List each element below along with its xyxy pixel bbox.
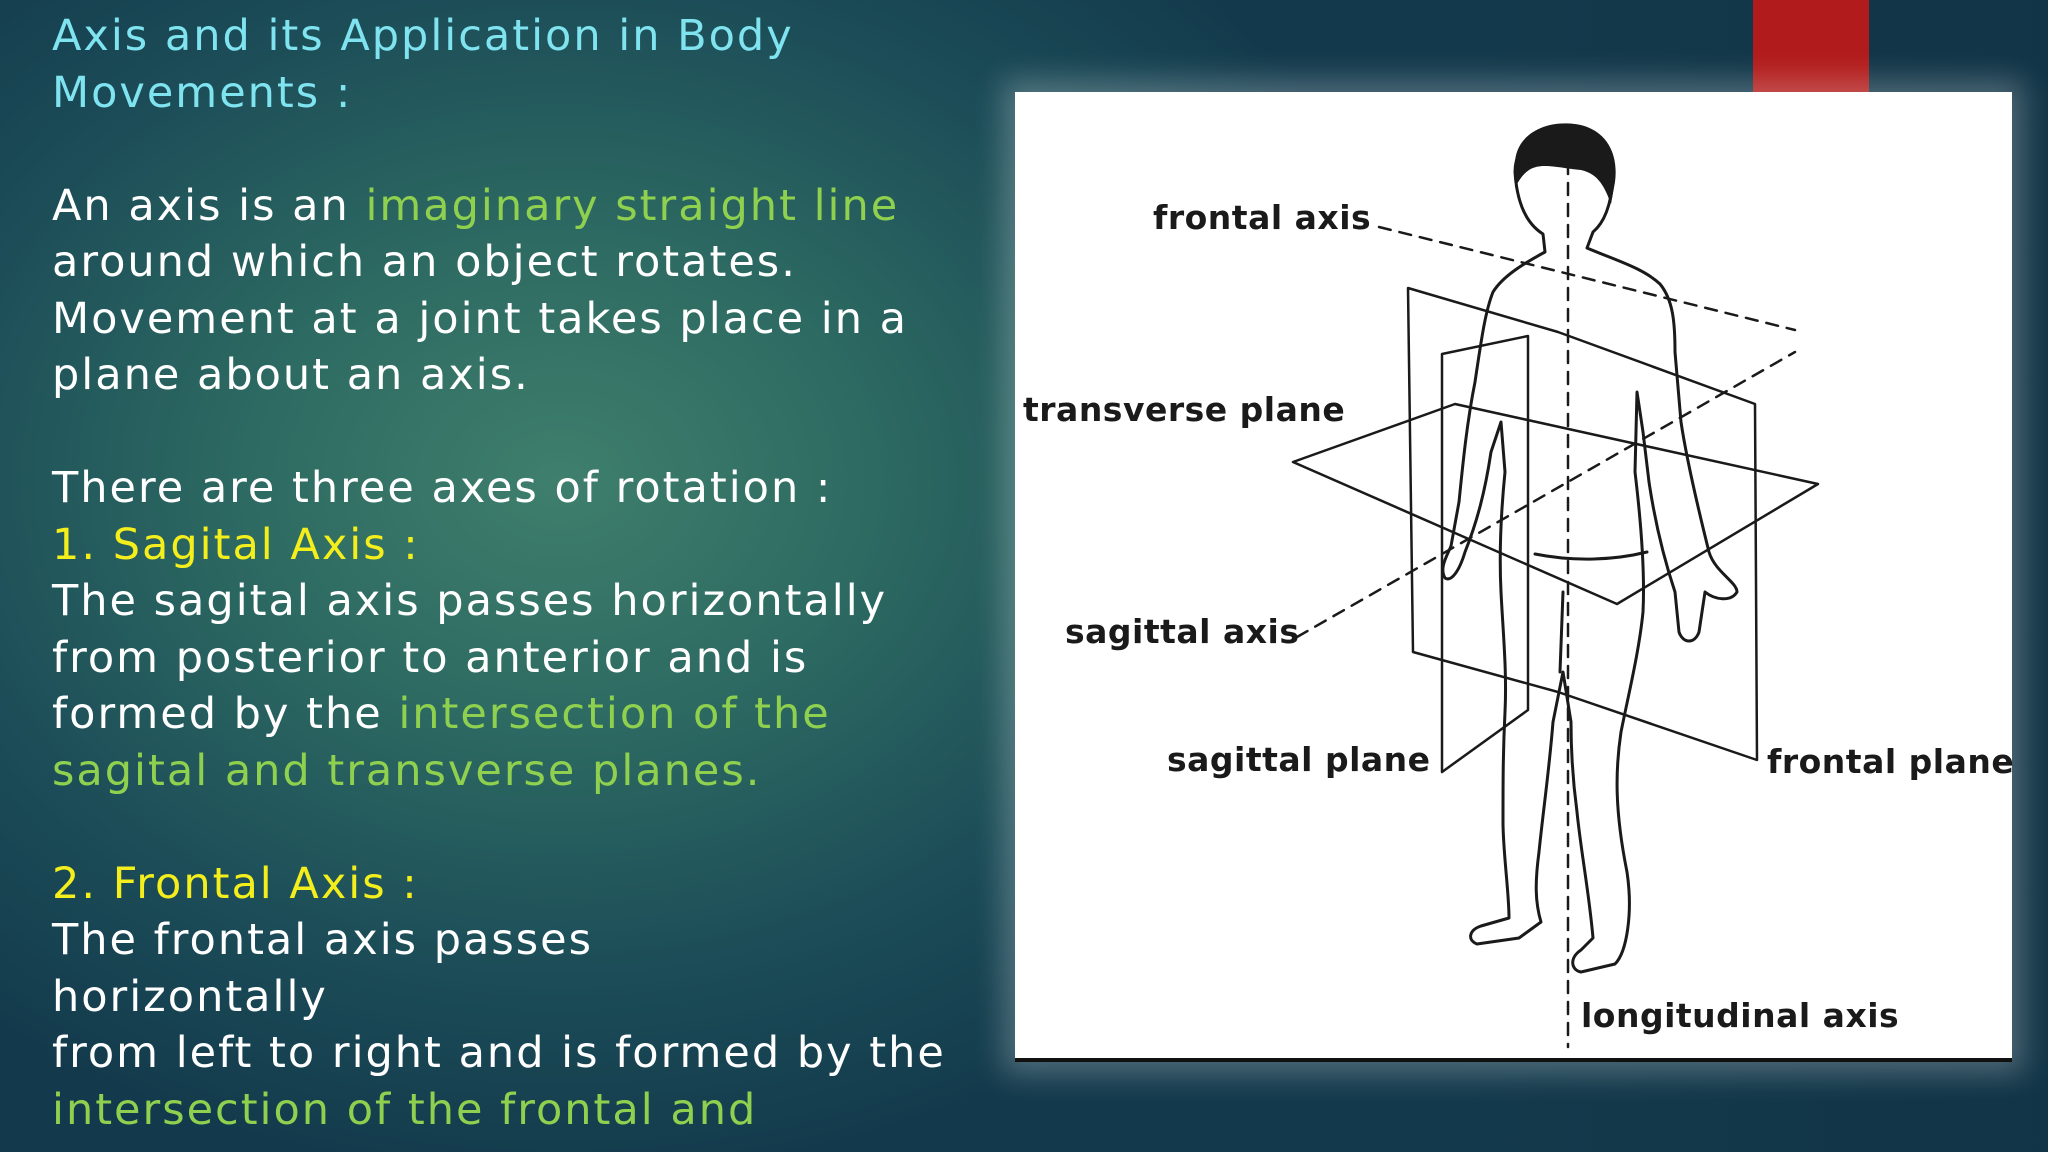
frontal-heading: 2. Frontal Axis : bbox=[52, 858, 419, 909]
longitudinal-axis-label: longitudinal axis bbox=[1581, 996, 1900, 1035]
intro-highlight: imaginary straight line bbox=[365, 180, 900, 231]
sagital-heading: 1. Sagital Axis : bbox=[52, 519, 420, 570]
axes-intro: There are three axes of rotation : bbox=[52, 463, 833, 513]
frontal-plane-label: frontal plane bbox=[1767, 742, 2015, 781]
intro-text: An axis is an bbox=[52, 180, 366, 231]
frontal-line-3: from left to right and is formed by the bbox=[52, 1028, 946, 1078]
spacer bbox=[52, 121, 952, 178]
sagital-line-4: sagital and transverse planes. bbox=[52, 745, 762, 796]
intro-line-2: around which an object rotates. bbox=[52, 237, 797, 287]
frontal-line-1: The frontal axis passes bbox=[52, 915, 594, 965]
sagital-line-3-highlight: intersection of the bbox=[398, 689, 831, 739]
slide-text: Axis and its Application in Body Movemen… bbox=[52, 8, 952, 1138]
intro-line-1: An axis is an imaginary straight line bbox=[52, 178, 952, 235]
body-figure-drawing bbox=[1291, 123, 1820, 1049]
sagital-line-3-text: formed by the bbox=[52, 689, 399, 739]
anatomical-planes-diagram: frontal axis transverse plane sagittal a… bbox=[1015, 92, 2015, 1062]
slide-title-line-2: Movements : bbox=[52, 67, 353, 118]
sagital-line-3: formed by the intersection of the bbox=[52, 686, 952, 743]
human-figure bbox=[1441, 125, 1739, 974]
intro-line-3: Movement at a joint takes place in a bbox=[52, 293, 908, 344]
frontal-plane-shape bbox=[1406, 286, 1759, 762]
sagittal-axis-line bbox=[1295, 350, 1797, 639]
frontal-axis-line bbox=[1377, 225, 1797, 332]
sagital-line-2: from posterior to anterior and is bbox=[52, 632, 809, 683]
frontal-axis-label: frontal axis bbox=[1153, 198, 1372, 237]
spacer bbox=[52, 799, 952, 856]
sagital-line-1: The sagital axis passes horizontally bbox=[52, 576, 888, 626]
intro-line-4: plane about an axis. bbox=[52, 350, 530, 400]
accent-block bbox=[1753, 0, 1869, 92]
slide-title-line-1: Axis and its Application in Body bbox=[52, 11, 794, 61]
hair-shape bbox=[1514, 123, 1616, 204]
transverse-plane-shape bbox=[1291, 402, 1820, 606]
sagittal-plane-label: sagittal plane bbox=[1167, 740, 1431, 779]
spacer bbox=[52, 404, 952, 461]
frontal-line-4: intersection of the frontal and bbox=[52, 1084, 758, 1135]
sagittal-plane-shape bbox=[1440, 334, 1530, 774]
frontal-line-2: horizontally bbox=[52, 971, 328, 1022]
transverse-plane-label: transverse plane bbox=[1023, 390, 1346, 429]
sagittal-axis-label: sagittal axis bbox=[1065, 612, 1300, 651]
